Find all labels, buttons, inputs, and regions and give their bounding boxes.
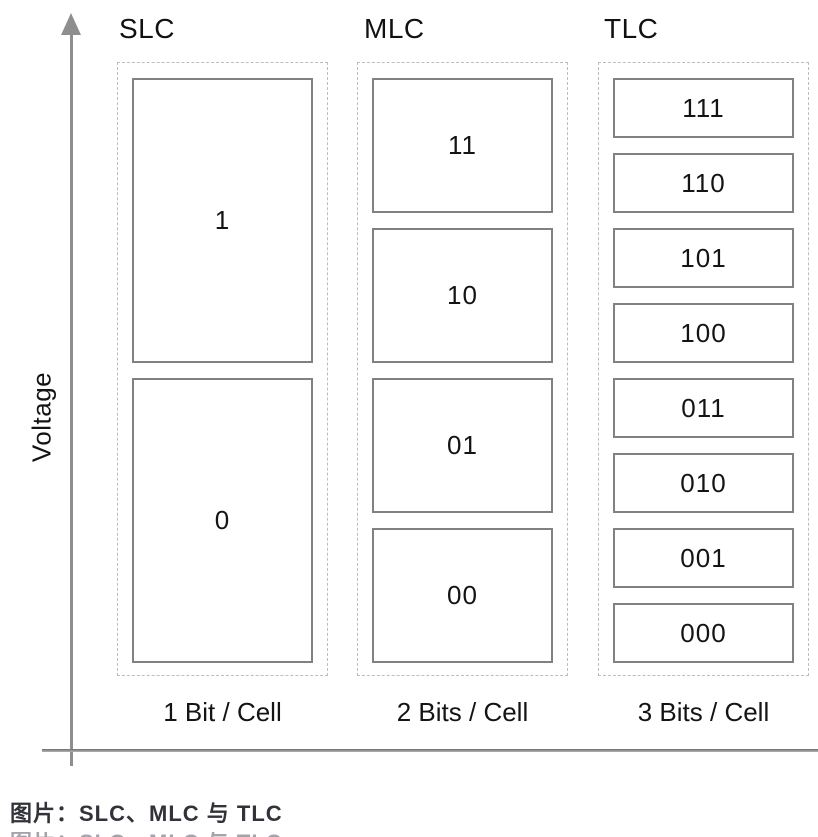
level-box: 01: [372, 378, 553, 513]
clipped-next-text-line-glyph-tops: 图片：SLC、MLC 与 TLC: [10, 832, 310, 837]
x-axis-line: [42, 749, 818, 752]
image-caption: 图片：SLC、MLC 与 TLC: [10, 801, 283, 826]
level-box: 111: [613, 78, 794, 138]
column-container-mlc: 11 10 01 00: [357, 62, 568, 676]
level-box: 100: [613, 303, 794, 363]
level-box: 0: [132, 378, 313, 663]
level-box: 11: [372, 78, 553, 213]
y-axis-line: [70, 30, 73, 766]
level-box: 110: [613, 153, 794, 213]
level-box: 001: [613, 528, 794, 588]
y-axis-label: Voltage: [26, 371, 57, 463]
column-header-tlc: TLC: [604, 13, 659, 44]
level-box: 011: [613, 378, 794, 438]
y-axis-arrowhead-icon: [61, 13, 81, 35]
level-box: 101: [613, 228, 794, 288]
column-header-mlc: MLC: [364, 13, 425, 44]
column-footer-tlc: 3 Bits / Cell: [637, 697, 770, 727]
level-box: 1: [132, 78, 313, 363]
column-container-tlc: 111 110 101 100 011 010 001 000: [598, 62, 809, 676]
level-box: 00: [372, 528, 553, 663]
column-header-slc: SLC: [119, 13, 175, 44]
column-footer-slc: 1 Bit / Cell: [163, 697, 282, 727]
level-box: 000: [613, 603, 794, 663]
level-box: 010: [613, 453, 794, 513]
level-box: 10: [372, 228, 553, 363]
column-footer-mlc: 2 Bits / Cell: [396, 697, 529, 727]
column-container-slc: 1 0: [117, 62, 328, 676]
clipped-next-text-line: 图片：SLC、MLC 与 TLC: [10, 832, 310, 837]
